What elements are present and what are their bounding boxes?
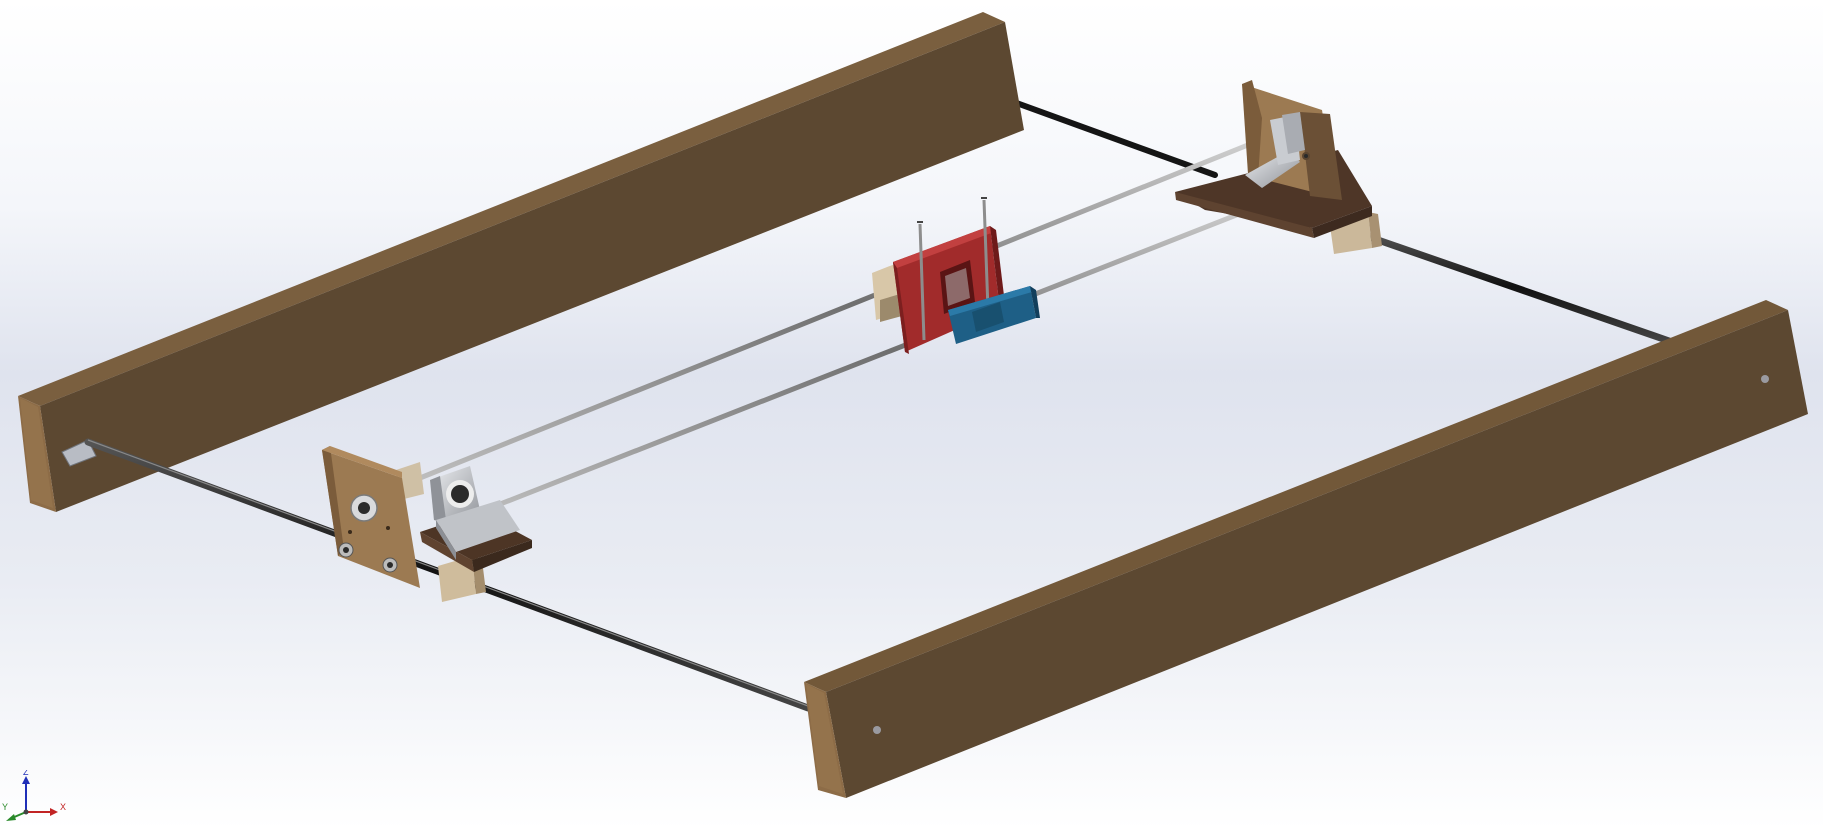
wood-beam-back[interactable] <box>18 12 1024 512</box>
y-carriage[interactable] <box>872 197 1040 354</box>
wood-beam-front[interactable] <box>804 300 1808 798</box>
triad-x-label: X <box>60 802 66 812</box>
end-bracket-left[interactable] <box>322 446 532 602</box>
gantry-rod-upper[interactable] <box>417 125 1293 481</box>
triad-z-label: Z <box>23 770 29 777</box>
reference-triad-icon: Z Y X <box>2 770 66 821</box>
gantry-rod-lower[interactable] <box>477 187 1303 515</box>
triad-y-label: Y <box>2 802 8 812</box>
rod-clip-left <box>61 439 97 467</box>
end-bracket-right[interactable] <box>1175 80 1382 254</box>
rod-right-lower[interactable] <box>1351 228 1676 346</box>
